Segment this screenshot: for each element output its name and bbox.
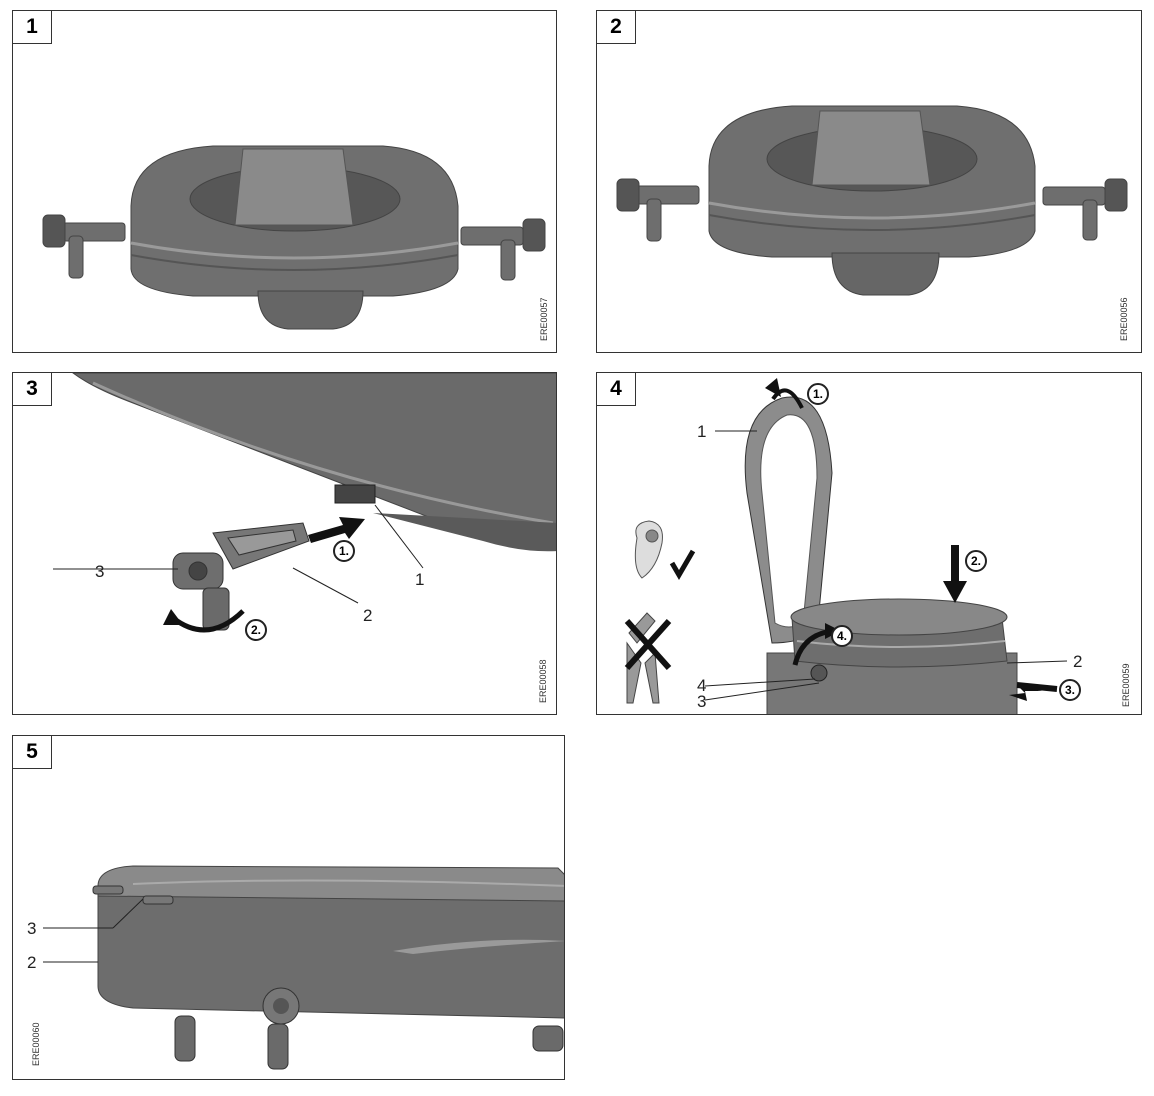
right-bracket (460, 218, 546, 281)
callout-label: 4 (697, 676, 707, 695)
figure-code: ERE00058 (538, 659, 548, 703)
bracket (172, 522, 310, 631)
hand-icon (634, 520, 663, 579)
panel-5: 5 3 2 ERE00060 (12, 735, 565, 1080)
callout-label: 2 (27, 953, 37, 972)
step-marker: 4. (831, 625, 853, 647)
bracket-insertion-illustration (53, 373, 556, 633)
raised-seat-illustration (616, 105, 1128, 296)
panel-4: 4 (596, 372, 1142, 715)
step-marker: 1. (333, 540, 355, 562)
callout-label: 3 (95, 562, 105, 581)
panel-3: 3 1. 2. 1 2 3 ERE00058 (12, 372, 557, 715)
raised-seat-illustration (42, 145, 546, 330)
callout-label: 1 (697, 422, 707, 441)
callout-label: 3 (27, 919, 37, 938)
cross-icon (624, 619, 672, 670)
step-marker: 1. (807, 383, 829, 405)
figure-code: ERE00059 (1121, 663, 1131, 707)
panel-number: 2 (597, 11, 636, 44)
checkmark-icon (669, 549, 696, 580)
callout-label: 2 (363, 606, 373, 625)
figure-code: ERE00056 (1119, 297, 1129, 341)
step-marker: 2. (965, 550, 987, 572)
left-bracket (42, 214, 126, 279)
step-marker: 2. (245, 619, 267, 641)
panel-number: 3 (13, 373, 52, 406)
panel-1: 1 ERE00057 (12, 10, 557, 353)
panel-number: 5 (13, 736, 52, 769)
right-bracket (1042, 178, 1128, 241)
top-brackets (92, 885, 174, 905)
callout-label: 3 (697, 692, 707, 711)
mounted-seat-illustration (43, 865, 564, 1070)
figure-code: ERE00057 (539, 297, 549, 341)
panel-2: 2 ERE00056 (596, 10, 1142, 353)
panel-number: 1 (13, 11, 52, 44)
left-bracket (616, 178, 700, 242)
callout-label: 1 (415, 570, 425, 589)
step-marker: 3. (1059, 679, 1081, 701)
seat-mounting-illustration (624, 378, 1068, 714)
panel-number: 4 (597, 373, 636, 406)
figure-code: ERE00060 (31, 1022, 41, 1066)
callout-label: 2 (1073, 652, 1083, 671)
